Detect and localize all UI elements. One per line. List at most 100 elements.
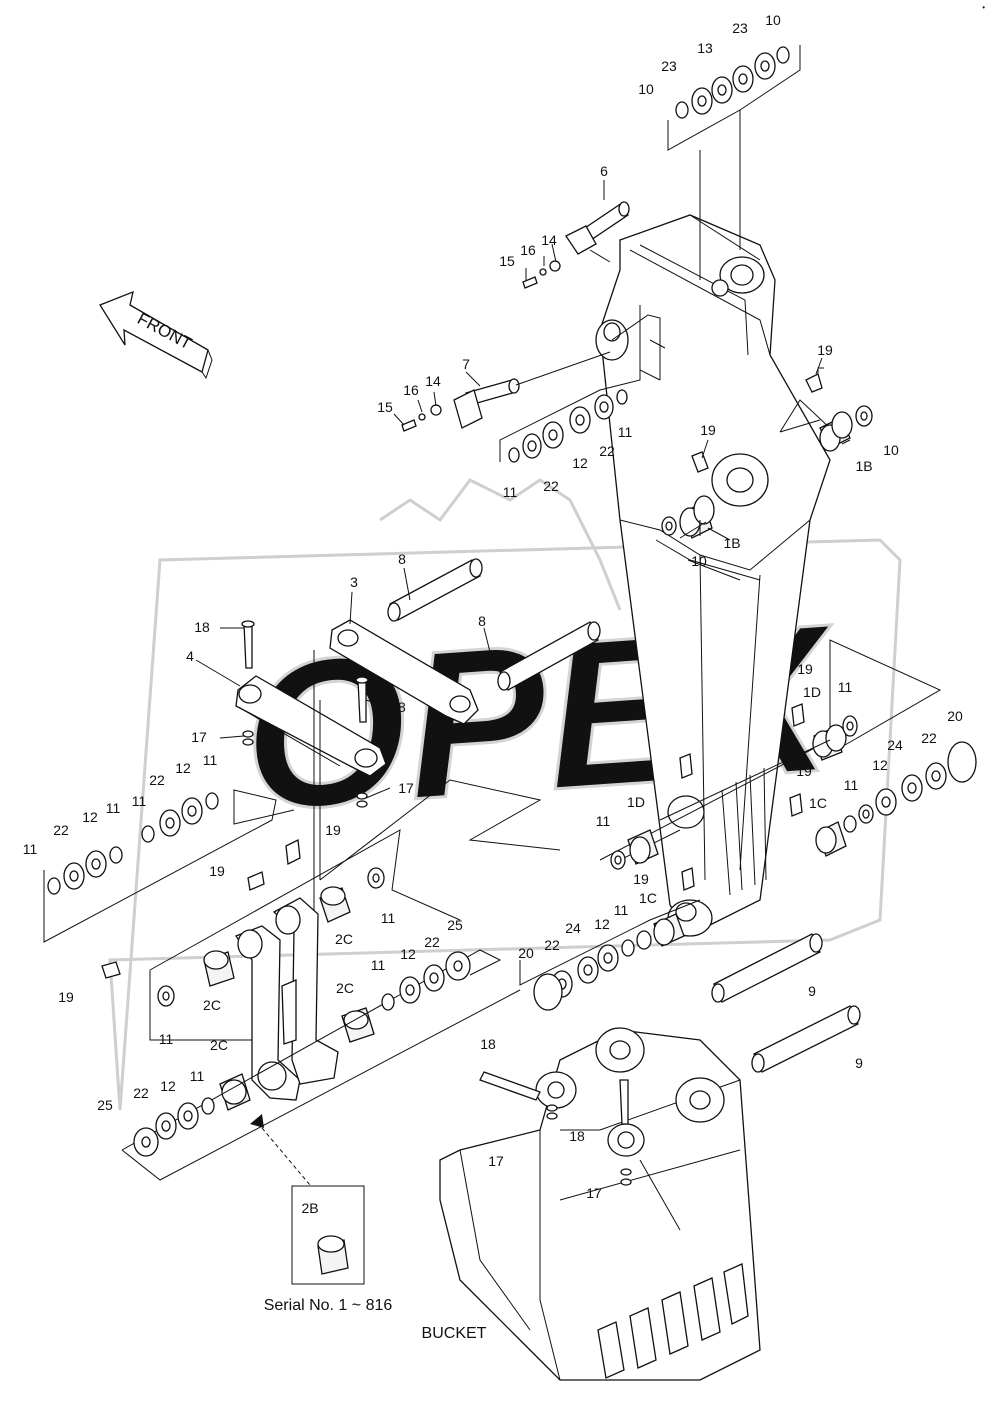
callout-label: 12 bbox=[160, 1078, 176, 1094]
callout-label: 9 bbox=[808, 983, 816, 999]
callout-label: 22 bbox=[543, 478, 559, 494]
assembly-label: BUCKET bbox=[422, 1325, 487, 1342]
callout-label: 23 bbox=[732, 20, 748, 36]
callout-label: 19 bbox=[209, 863, 225, 879]
washer-rows-lower bbox=[121, 949, 521, 1181]
callout-label: 24 bbox=[565, 920, 581, 936]
callout-label: 22 bbox=[149, 772, 165, 788]
callout-label: 11 bbox=[159, 1031, 174, 1047]
callout-label: 17 bbox=[586, 1185, 602, 1201]
callout-label: 2C bbox=[336, 980, 354, 996]
callout-label: 12 bbox=[594, 916, 610, 932]
callout-label: 11 bbox=[23, 841, 38, 857]
link-bolts bbox=[241, 620, 561, 990]
callout-label: 1D bbox=[627, 794, 645, 810]
callout-label: 22 bbox=[133, 1085, 149, 1101]
callout-label: 10 bbox=[638, 81, 654, 97]
callout-label: 12 bbox=[400, 946, 416, 962]
callout-label: 10 bbox=[691, 553, 707, 569]
callout-label: 11 bbox=[203, 752, 218, 768]
callout-label: 22 bbox=[53, 822, 69, 838]
leader-lines bbox=[195, 180, 851, 799]
callout-label: 22 bbox=[424, 934, 440, 950]
link-4 bbox=[235, 675, 387, 777]
callout-label: 1C bbox=[639, 890, 657, 906]
callout-label: 11 bbox=[381, 910, 396, 926]
callout-label: 12 bbox=[82, 809, 98, 825]
callout-label: 11 bbox=[844, 777, 859, 793]
callout-label: 2C bbox=[203, 997, 221, 1013]
pins-8 bbox=[387, 558, 601, 691]
callout-label: 11 bbox=[106, 800, 121, 816]
bushing-1b-left bbox=[655, 451, 761, 581]
callout-label: 17 bbox=[488, 1153, 504, 1169]
callout-label: 12 bbox=[872, 757, 888, 773]
callout-label: 8 bbox=[398, 551, 406, 567]
callout-label: 17 bbox=[191, 729, 207, 745]
inset-pointer-arrow bbox=[250, 1114, 264, 1128]
callout-label: 19 bbox=[621, 762, 637, 778]
tip-washer-row bbox=[519, 899, 701, 1011]
callout-label: 19 bbox=[58, 989, 74, 1005]
callout-label: 14 bbox=[541, 232, 557, 248]
callout-label: 10 bbox=[765, 12, 781, 28]
callout-label: 13 bbox=[697, 40, 713, 56]
callout-label: 17 bbox=[398, 780, 414, 796]
callout-label: 3 bbox=[350, 574, 358, 590]
callout-label: 12 bbox=[175, 760, 191, 776]
pin-7-assembly bbox=[401, 314, 661, 432]
callout-label: 10 bbox=[883, 442, 899, 458]
callout-label: 15 bbox=[499, 253, 515, 269]
callout-label: 11 bbox=[838, 679, 853, 695]
callout-label: 1C bbox=[809, 795, 827, 811]
callout-label: 22 bbox=[599, 443, 615, 459]
callout-label: 22 bbox=[544, 937, 560, 953]
callout-label: 11 bbox=[614, 902, 629, 918]
callout-label: 15 bbox=[377, 399, 393, 415]
callout-label: 16 bbox=[520, 242, 536, 258]
callout-label: 18 bbox=[194, 619, 210, 635]
callout-label: 11 bbox=[371, 957, 386, 973]
bushing-1b-right bbox=[779, 367, 873, 452]
callout-label: 12 bbox=[572, 455, 588, 471]
callout-label: 25 bbox=[97, 1097, 113, 1113]
callout-label: 22 bbox=[921, 730, 937, 746]
callout-label: 19 bbox=[796, 763, 812, 779]
callout-label: 11 bbox=[596, 813, 611, 829]
callout-label: 20 bbox=[947, 708, 963, 724]
callout-label: 6 bbox=[600, 163, 608, 179]
callout-label: 19 bbox=[797, 661, 813, 677]
callout-label: 1D bbox=[803, 684, 821, 700]
callout-label: 11 bbox=[132, 793, 147, 809]
callout-label: 18 bbox=[569, 1128, 585, 1144]
pins-9 bbox=[711, 933, 861, 1073]
callout-label: 14 bbox=[425, 373, 441, 389]
callout-label: 19 bbox=[817, 342, 833, 358]
callout-label: 11 bbox=[618, 424, 633, 440]
arm-body bbox=[595, 214, 831, 937]
washer-rows-left bbox=[43, 789, 295, 943]
callout-label: 16 bbox=[403, 382, 419, 398]
callout-label: 2C bbox=[210, 1037, 228, 1053]
corner-mark: • bbox=[982, 3, 985, 12]
callout-label: 9 bbox=[855, 1055, 863, 1071]
callout-label: 2C bbox=[335, 931, 353, 947]
inset-2b: 2B bbox=[291, 1185, 365, 1285]
inset-caption: Serial No. 1 ~ 816 bbox=[264, 1297, 393, 1314]
callout-label: 19 bbox=[325, 822, 341, 838]
callout-label: 11 bbox=[190, 1068, 205, 1084]
callout-label: 7 bbox=[462, 356, 470, 372]
callout-label: 24 bbox=[887, 737, 903, 753]
front-arrow: FRONT bbox=[99, 290, 213, 380]
pin-6-assembly bbox=[522, 201, 630, 289]
bucket-h-link bbox=[101, 829, 461, 1101]
callout-label: 8 bbox=[478, 613, 486, 629]
callout-label: 19 bbox=[633, 871, 649, 887]
callout-label: 20 bbox=[518, 945, 534, 961]
callout-label: 18 bbox=[390, 699, 406, 715]
right-washer-groups bbox=[599, 639, 977, 891]
callout-label: 18 bbox=[480, 1036, 496, 1052]
callout-label: 19 bbox=[700, 422, 716, 438]
